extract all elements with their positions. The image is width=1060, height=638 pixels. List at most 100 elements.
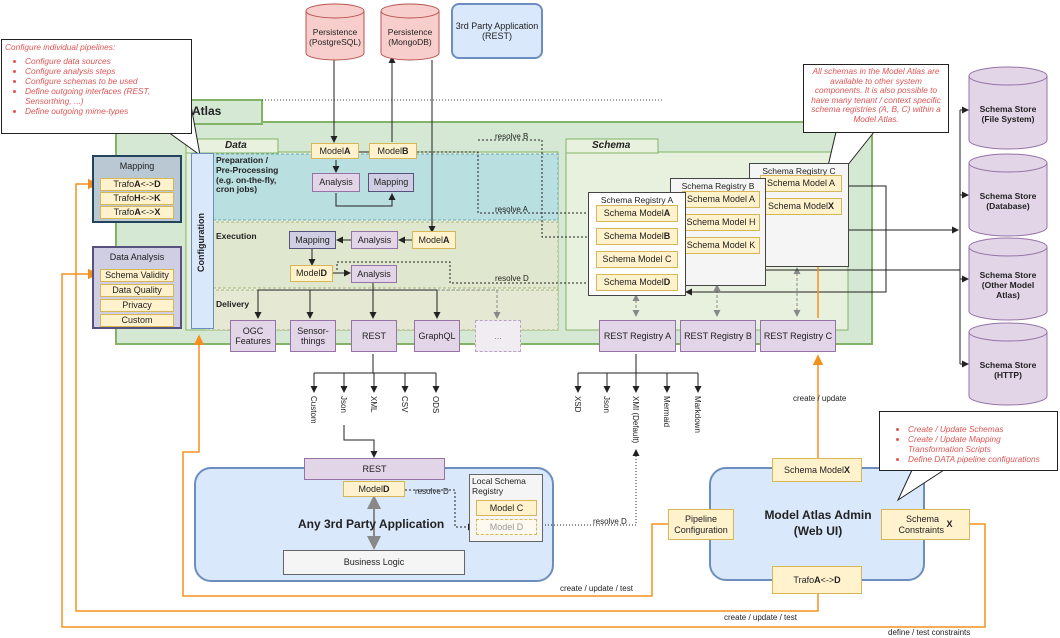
- prep-analysis[interactable]: Analysis: [312, 173, 360, 192]
- data-section-title: Data: [225, 140, 247, 151]
- schema-store-http: Schema Store (HTTP): [968, 322, 1048, 406]
- output-xsd: XSD: [573, 396, 582, 413]
- rest-registry-c[interactable]: REST Registry C: [760, 320, 836, 352]
- business-logic[interactable]: Business Logic: [283, 550, 465, 575]
- output-xmi: XMI (Default): [631, 396, 640, 444]
- local-model-c[interactable]: Model C: [476, 500, 537, 516]
- exec-mapping[interactable]: Mapping: [289, 231, 336, 249]
- exec-analysis-2[interactable]: Analysis: [351, 265, 397, 283]
- store-label: Schema Store (File System): [979, 103, 1037, 124]
- exec-analysis[interactable]: Analysis: [351, 231, 398, 249]
- resolve-a-label: resolve A: [495, 205, 528, 214]
- third-party-app-rest: 3rd Party Application (REST): [451, 3, 543, 59]
- data-analysis-panel: Data Analysis Schema Validity Data Quali…: [92, 246, 182, 329]
- output-markdown: Markdown: [693, 396, 702, 433]
- config-pipelines-note: Configure individual pipelines: Configur…: [1, 39, 192, 134]
- delivery-label: Delivery: [216, 299, 250, 309]
- registry-a-model[interactable]: Schema Model D: [596, 274, 678, 291]
- config-note-item: Define outgoing mime-types: [25, 106, 188, 116]
- resolve-b-label: resolve B: [495, 132, 529, 141]
- app-title: Any 3rd Party Application: [298, 517, 445, 531]
- trafo-item[interactable]: Trafo A <-> X: [100, 206, 174, 219]
- define-test-constraints-label: define / test constraints: [888, 628, 971, 637]
- config-note-item: Configure schemas to be used: [25, 76, 188, 86]
- admin-schema-model-x[interactable]: Schema Model X: [772, 458, 862, 482]
- store-label: Schema Store (Database): [979, 190, 1037, 211]
- admin-note-item: Create / Update Schemas: [908, 424, 1055, 434]
- output-ods: ODS: [431, 396, 440, 414]
- registry-title: Schema Registry C: [762, 166, 836, 176]
- prep-label: Preparation / Pre-Processing (e.g. on-th…: [216, 155, 279, 195]
- app-rest[interactable]: REST: [304, 458, 445, 480]
- persistence-postgresql: Persistence (PostgreSQL): [305, 3, 365, 61]
- trafo-item[interactable]: Trafo A <-> D: [100, 178, 174, 191]
- local-registry-title: Local Schema Registry: [472, 476, 526, 496]
- prep-model-a[interactable]: Model A: [311, 143, 359, 159]
- configuration-bar: [191, 153, 214, 329]
- registry-a-model[interactable]: Schema Model A: [596, 205, 678, 222]
- delivery-graphql[interactable]: GraphQL: [414, 320, 460, 352]
- mapping-panel-title: Mapping: [119, 161, 155, 171]
- resolve-d-local-label: resolve D: [593, 517, 627, 526]
- registry-c-model[interactable]: Schema Model X: [760, 198, 842, 215]
- pipeline-configuration[interactable]: Pipeline Configuration: [668, 509, 734, 540]
- rest-registry-a[interactable]: REST Registry A: [599, 320, 676, 352]
- create-update-test-label: create / update / test: [724, 613, 797, 622]
- configuration-label: Configuration: [196, 213, 206, 272]
- schema-section-title: Schema: [592, 140, 631, 151]
- analysis-item[interactable]: Schema Validity: [100, 269, 174, 282]
- registry-a-model[interactable]: Schema Model B: [596, 228, 678, 245]
- resolve-d-label: resolve D: [495, 274, 529, 283]
- registry-a-model[interactable]: Schema Model C: [596, 251, 678, 268]
- exec-model-a[interactable]: Model A: [412, 231, 456, 249]
- output-json: Json: [602, 396, 611, 413]
- persistence-label: Persistence (PostgreSQL): [309, 26, 361, 47]
- schema-constraints[interactable]: Schema Constraints X: [881, 509, 970, 540]
- mapping-panel: Mapping Trafo A <-> D Trafo H <-> K Traf…: [92, 155, 182, 223]
- admin-note-item: Define DATA pipeline configurations: [908, 454, 1055, 464]
- delivery-ogc-features[interactable]: OGC Features: [230, 320, 276, 352]
- registry-title: Schema Registry A: [600, 195, 674, 205]
- trafo-item[interactable]: Trafo H <-> K: [100, 192, 174, 205]
- store-label: Schema Store (HTTP): [979, 359, 1037, 380]
- config-note-title: Configure individual pipelines:: [5, 42, 116, 52]
- output-csv: CSV: [400, 396, 409, 413]
- rest-registry-b[interactable]: REST Registry B: [680, 320, 756, 352]
- analysis-item[interactable]: Data Quality: [100, 284, 174, 297]
- atlas-title: Atlas: [192, 104, 222, 118]
- persistence-mongodb: Persistence (MongoDB): [380, 3, 440, 61]
- prep-mapping[interactable]: Mapping: [368, 173, 414, 192]
- app-model-d[interactable]: Model D: [343, 481, 405, 497]
- prep-model-b[interactable]: Model B: [369, 143, 417, 159]
- resolve-d-app-label: resolve D: [415, 487, 449, 496]
- local-model-d[interactable]: Model D: [476, 519, 537, 535]
- config-note-item: Configure analysis steps: [25, 66, 188, 76]
- exec-model-d[interactable]: Model D: [290, 265, 333, 282]
- admin-note: Create / Update Schemas Create / Update …: [879, 411, 1058, 471]
- admin-note-item: Create / Update Mapping Transformation S…: [908, 434, 1055, 454]
- store-label: Schema Store (Other Model Atlas): [979, 269, 1037, 301]
- admin-title: Model Atlas Admin (Web UI): [764, 508, 872, 538]
- config-note-item: Configure data sources: [25, 56, 188, 66]
- create-update-label: create / update: [793, 394, 847, 403]
- schema-store-other-atlas: Schema Store (Other Model Atlas): [968, 237, 1048, 321]
- delivery-rest[interactable]: REST: [351, 320, 397, 352]
- schema-note: All schemas in the Model Atlas are avail…: [803, 64, 949, 133]
- registry-b-model[interactable]: Schema Model K: [682, 237, 760, 254]
- output-xml: XML: [369, 396, 378, 413]
- admin-trafo[interactable]: Trafo A <-> D: [772, 566, 862, 594]
- create-update-test-label: create / update / test: [560, 584, 633, 593]
- registry-b-model[interactable]: Schema Model H: [682, 214, 760, 231]
- delivery-more[interactable]: ...: [475, 320, 521, 352]
- output-custom: Custom: [309, 396, 318, 424]
- analysis-panel-title: Data Analysis: [109, 252, 165, 262]
- analysis-item[interactable]: Custom: [100, 314, 174, 327]
- delivery-sensorthings[interactable]: Sensor- things: [290, 320, 336, 352]
- registry-c-model[interactable]: Schema Model A: [760, 175, 842, 192]
- output-mermaid: Mermaid: [662, 396, 671, 428]
- analysis-item[interactable]: Privacy: [100, 299, 174, 312]
- registry-title: Schema Registry B: [681, 181, 755, 191]
- config-note-item: Define outgoing interfaces (REST, Sensor…: [25, 86, 188, 106]
- registry-b-model[interactable]: Schema Model A: [682, 191, 760, 208]
- output-json: Json: [339, 396, 348, 413]
